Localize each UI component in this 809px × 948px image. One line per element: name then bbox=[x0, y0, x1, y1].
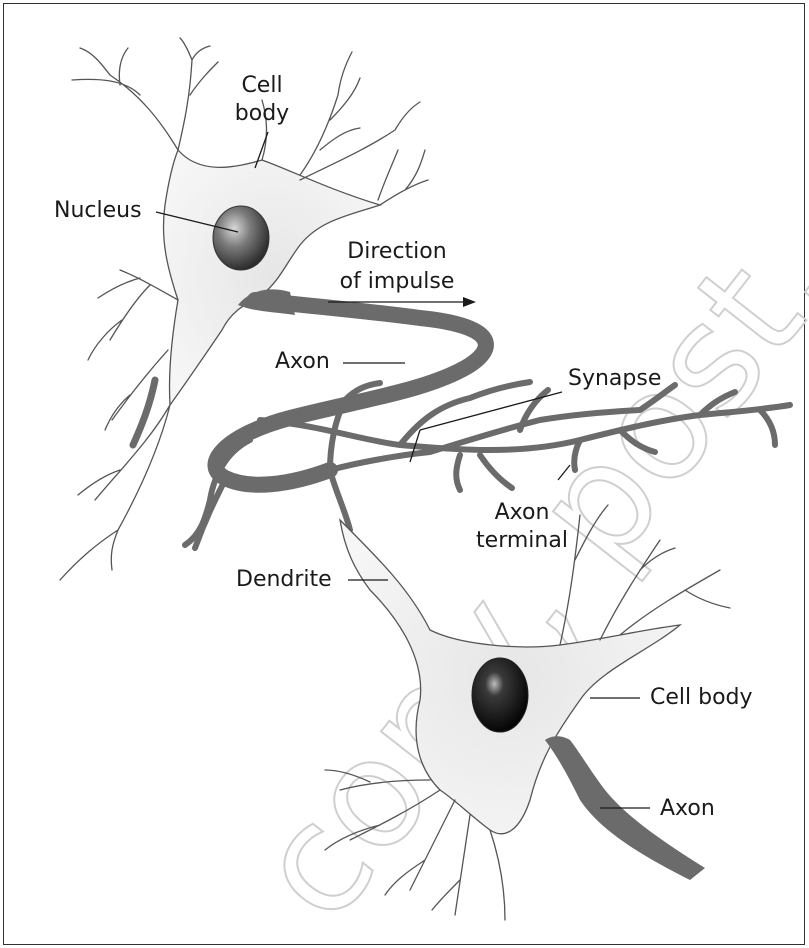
label-cell-body-bottom: Cell body bbox=[590, 685, 753, 710]
svg-text:Axon: Axon bbox=[495, 500, 550, 525]
svg-text:Synapse: Synapse bbox=[568, 366, 661, 391]
svg-text:of impulse: of impulse bbox=[340, 269, 455, 294]
impulse-arrow-icon bbox=[463, 297, 476, 307]
svg-text:Axon: Axon bbox=[660, 796, 715, 821]
top-dark-dendrite bbox=[133, 380, 155, 445]
label-axon-top: Axon bbox=[275, 349, 405, 374]
label-direction-of-impulse: Direction of impulse bbox=[328, 239, 476, 307]
label-cell-body-top: Cell body bbox=[235, 73, 289, 168]
svg-text:Direction: Direction bbox=[347, 239, 446, 264]
svg-text:Cell body: Cell body bbox=[650, 685, 753, 710]
svg-text:Dendrite: Dendrite bbox=[236, 567, 332, 592]
top-nucleus bbox=[213, 206, 269, 270]
svg-text:terminal: terminal bbox=[476, 528, 568, 553]
svg-text:Nucleus: Nucleus bbox=[54, 198, 142, 223]
bottom-nucleus bbox=[472, 658, 528, 732]
svg-text:Cell: Cell bbox=[241, 73, 282, 98]
svg-text:body: body bbox=[235, 101, 289, 126]
svg-text:Axon: Axon bbox=[275, 349, 330, 374]
